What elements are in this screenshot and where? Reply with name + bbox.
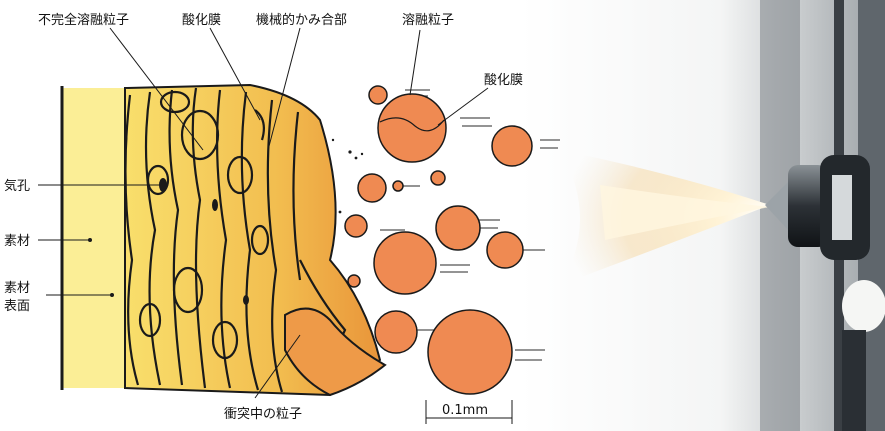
label-pore: 気孔 (4, 178, 30, 194)
label-substrate-surface-2: 表面 (4, 299, 30, 314)
label-impacting-particle: 衝突中の粒子 (224, 406, 302, 422)
label-oxide-film-right: 酸化膜 (484, 73, 523, 88)
label-unmelted-particle: 不完全溶融粒子 (38, 12, 129, 28)
substrate-dot (88, 238, 92, 242)
substrate-block (62, 88, 132, 388)
gun-knob (842, 280, 885, 332)
label-mechanical-bond: 機械的かみ合部 (256, 12, 347, 28)
label-molten-particle: 溶融粒子 (402, 13, 454, 28)
surface-dot (110, 293, 114, 297)
label-substrate-surface-1: 素材 (4, 281, 30, 296)
label-scale-bar: 0.1mm (442, 403, 488, 418)
label-oxide-film-top: 酸化膜 (182, 13, 221, 28)
label-substrate: 素材 (4, 234, 30, 249)
